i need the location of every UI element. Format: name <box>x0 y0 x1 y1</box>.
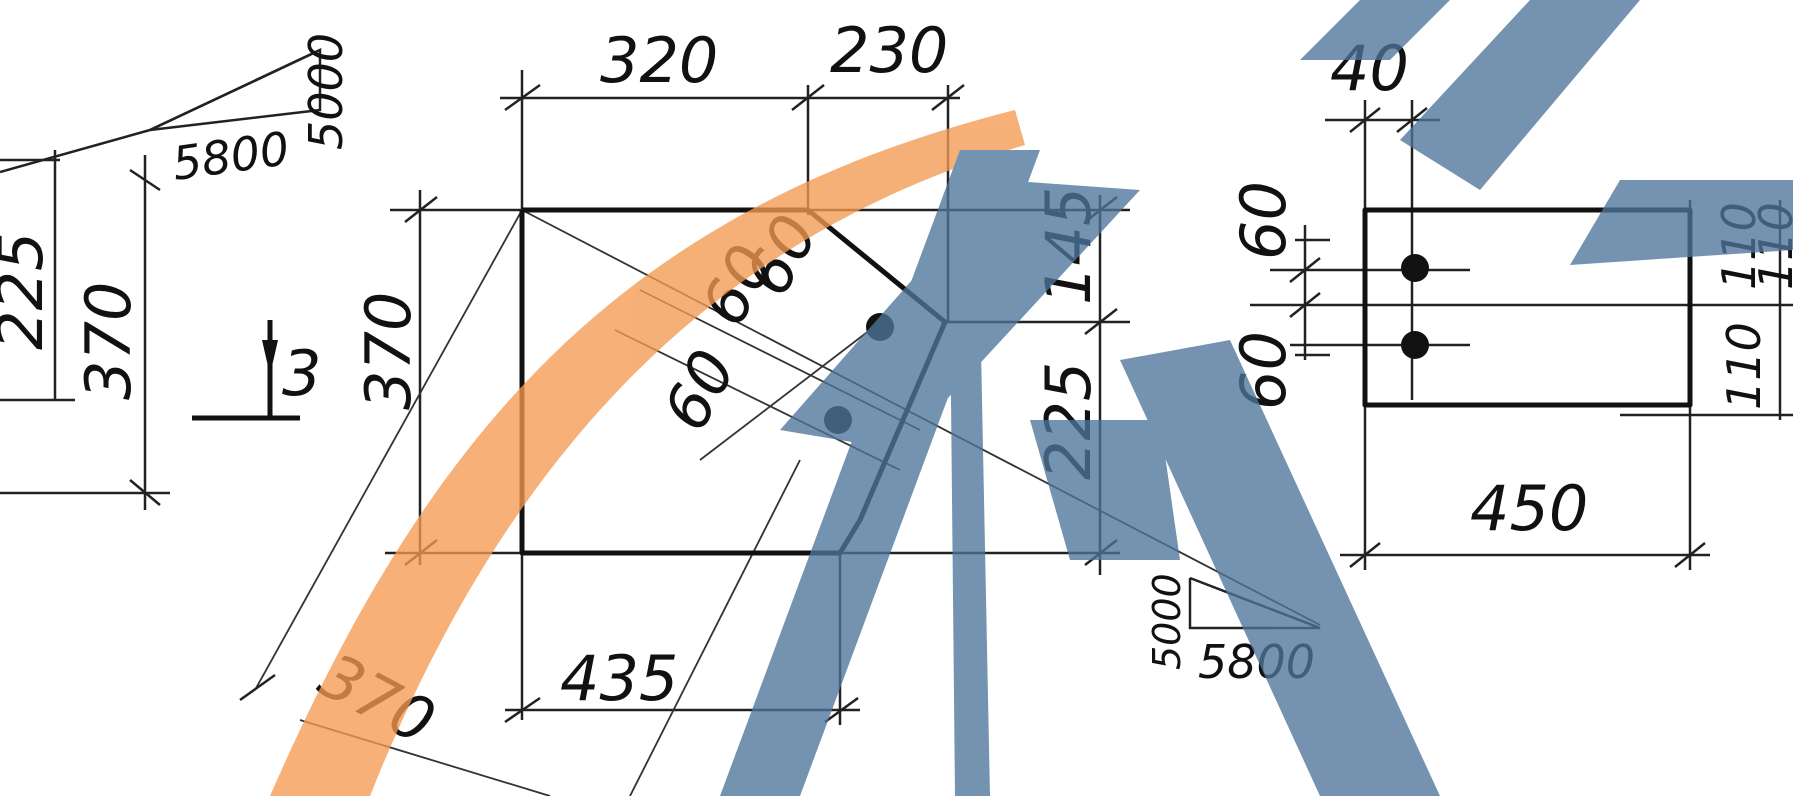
plan-view: 320 230 370 145 225 60 60 60 435 370 500… <box>239 14 1321 797</box>
plan-slope-rise: 5000 <box>1145 573 1189 670</box>
watermark <box>270 0 1793 796</box>
watermark-blue-stroke-7 <box>1030 420 1180 560</box>
left-view: 5800 5000 225 370 3 <box>0 33 353 510</box>
plan-dim-435: 435 <box>560 642 678 715</box>
section-plate-outline <box>1362 207 1693 408</box>
watermark-orange-swoosh <box>270 110 1025 796</box>
plan-dim-230: 230 <box>830 14 948 87</box>
section-bolt-lower <box>1401 331 1429 359</box>
watermark-blue-stroke-4 <box>1300 0 1450 60</box>
left-dim-225: 225 <box>0 232 57 350</box>
watermark-blue-stroke-8 <box>950 300 990 796</box>
left-dim-370: 370 <box>72 282 145 400</box>
section-dim-450: 450 <box>1470 472 1588 545</box>
plan-dim-370-vertical: 370 <box>352 292 425 410</box>
watermark-blue-stroke-3 <box>1120 340 1440 796</box>
right-view: 40 60 60 110 110 110 450 <box>1227 32 1793 570</box>
watermark-blue-stroke-6 <box>1570 180 1793 265</box>
section-bolt-upper <box>1401 254 1429 282</box>
section-dim-60-upper: 60 <box>1227 181 1300 260</box>
left-slope-run: 5800 <box>169 121 292 191</box>
left-slope-rise: 5000 <box>299 33 353 150</box>
section-dim-110-c: 110 <box>1717 322 1771 410</box>
section-arrow-icon <box>262 340 278 375</box>
plan-dim-320: 320 <box>600 24 718 97</box>
section-mark-label: 3 <box>282 337 321 410</box>
watermark-blue-stroke-5 <box>1400 0 1640 190</box>
